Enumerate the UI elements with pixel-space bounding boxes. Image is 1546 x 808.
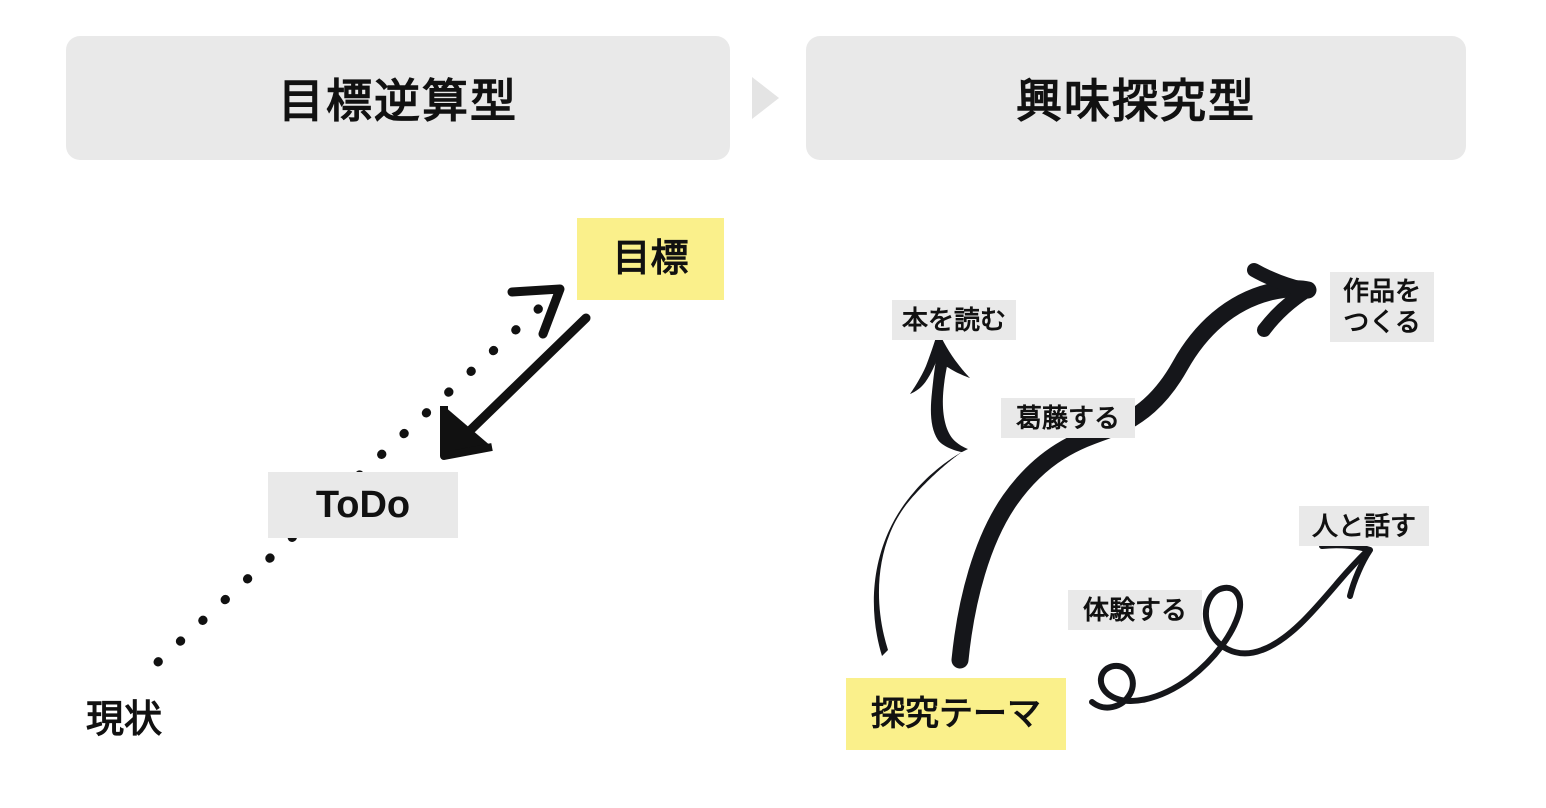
panel-header-left: 目標逆算型 bbox=[66, 36, 730, 160]
node-current-state: 現状 bbox=[86, 698, 163, 741]
curved-brush-arrow-up-icon bbox=[873, 330, 970, 656]
node-talk-with-people: 人と話す bbox=[1299, 506, 1429, 546]
node-experience: 体験する bbox=[1068, 590, 1202, 630]
triangle-right-icon bbox=[752, 77, 779, 119]
node-inquiry-theme: 探究テーマ bbox=[846, 678, 1066, 750]
node-todo: ToDo bbox=[268, 472, 458, 538]
node-read-books: 本を読む bbox=[892, 300, 1016, 340]
panel-header-right: 興味探究型 bbox=[806, 36, 1466, 160]
node-conflict: 葛藤する bbox=[1001, 398, 1135, 438]
node-create-work: 作品を つくる bbox=[1330, 272, 1434, 342]
double-headed-arrow-icon bbox=[440, 313, 591, 460]
node-goal: 目標 bbox=[577, 218, 724, 300]
